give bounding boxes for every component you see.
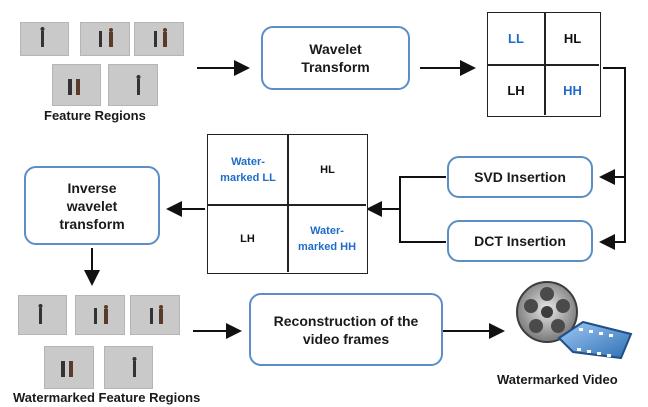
dct-insertion-box: DCT Insertion — [447, 220, 593, 262]
subband-ll: LL — [508, 30, 524, 46]
watermarked-video-label: Watermarked Video — [497, 372, 618, 387]
feature-regions-label: Feature Regions — [44, 108, 146, 123]
frame-thumbnail — [104, 346, 153, 389]
frame-thumbnail — [80, 22, 130, 56]
frame-thumbnail — [130, 295, 180, 335]
film-reel-icon — [513, 278, 635, 362]
svd-insertion-box: SVD Insertion — [447, 156, 593, 198]
frame-thumbnail — [108, 64, 158, 106]
inverse-wavelet-box: Inverse wavelet transform — [24, 166, 160, 245]
inverse-wavelet-label: Inverse wavelet transform — [59, 179, 125, 232]
watermarked-subband-grid: Water-marked LL HL LH Water-marked HH — [207, 134, 368, 274]
subband-branch-line — [603, 67, 626, 243]
watermarked-hh: Water-marked HH — [297, 225, 357, 253]
frame-thumbnail — [75, 295, 125, 335]
svd-insertion-label: SVD Insertion — [474, 169, 566, 185]
merge-line — [399, 176, 446, 243]
subband-hl: HL — [563, 30, 582, 46]
watermarked-ll: Water-marked LL — [220, 155, 276, 184]
watermarked-hl: HL — [320, 163, 335, 176]
watermarked-regions-label: Watermarked Feature Regions — [13, 390, 201, 405]
wavelet-transform-label: Wavelet Transform — [301, 41, 370, 75]
frame-thumbnail — [20, 22, 69, 56]
frame-thumbnail — [18, 295, 67, 335]
reconstruction-label: Reconstruction of the video frames — [273, 312, 419, 347]
reconstruction-box: Reconstruction of the video frames — [249, 293, 443, 366]
frame-thumbnail — [44, 346, 94, 389]
subband-grid: LL HL LH HH — [487, 12, 601, 117]
watermarked-lh: LH — [240, 233, 255, 245]
frame-thumbnail — [52, 64, 101, 106]
frame-thumbnail — [134, 22, 184, 56]
wavelet-transform-box: Wavelet Transform — [261, 26, 410, 90]
grid-divider-vertical — [287, 135, 289, 272]
subband-hh: HH — [563, 82, 582, 98]
grid-divider-horizontal — [208, 204, 366, 206]
dct-insertion-label: DCT Insertion — [474, 233, 566, 249]
subband-lh: LH — [507, 82, 525, 98]
grid-divider-horizontal — [488, 64, 599, 66]
